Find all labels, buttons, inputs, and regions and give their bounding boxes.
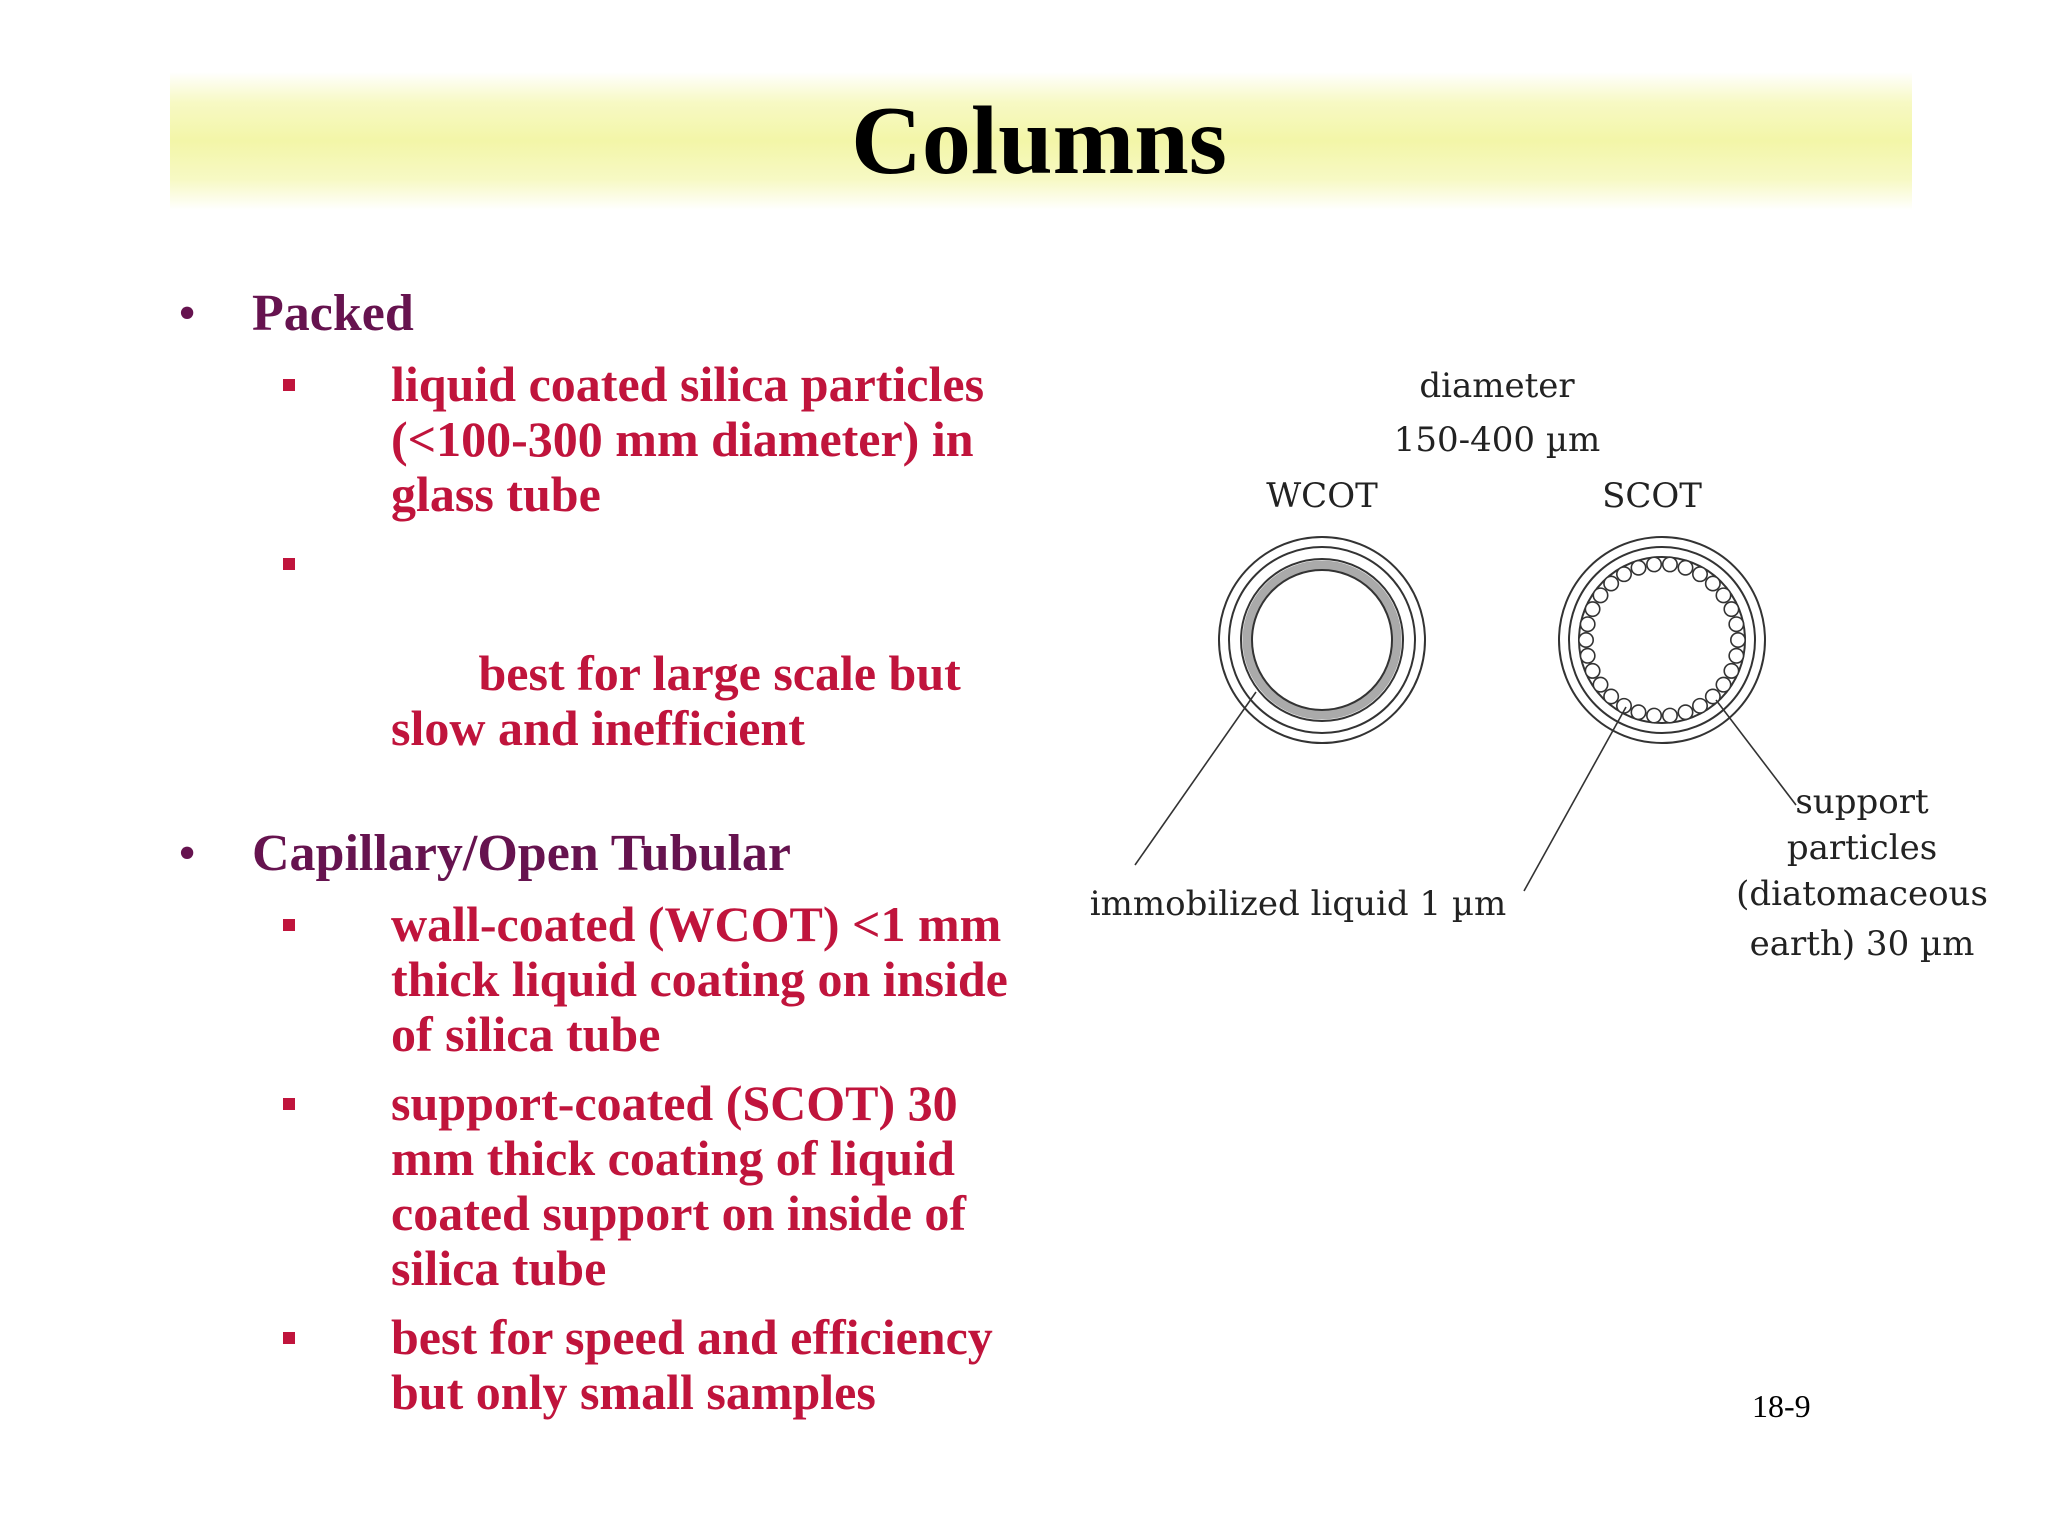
support-particle: [1630, 559, 1647, 576]
liquid-pointer-line-scot: [1523, 706, 1627, 892]
support-particle: [1691, 697, 1708, 714]
slide-title: Columns: [851, 87, 1227, 195]
support-particle: [1646, 707, 1663, 724]
liquid-pointer-line: [1134, 691, 1257, 866]
support-particle: [1728, 616, 1745, 633]
sub-bullet: support-coated (SCOT) 30 mm thick coatin…: [170, 1076, 1030, 1296]
wcot-label: WCOT: [1266, 476, 1378, 516]
support-particle: [1584, 601, 1601, 618]
diameter-label: diameter: [1419, 366, 1575, 406]
sub-bullet: best for speed and efficiency but only s…: [170, 1310, 1030, 1420]
bullet-capillary: • Capillary/Open Tubular: [170, 825, 1030, 883]
bullet-packed: • Packed: [170, 285, 1030, 343]
sub-bullet-text: best for speed and efficiency but only s…: [391, 1309, 993, 1420]
bullet-text: Packed: [252, 285, 414, 342]
square-bullet-icon: [283, 379, 295, 391]
bullet-dot-icon: •: [178, 825, 197, 882]
support-particle: [1603, 575, 1620, 592]
square-bullet-icon: [283, 558, 295, 570]
support-particle: [1577, 631, 1594, 648]
support-particle: [1615, 566, 1632, 583]
immobilized-liquid-label: immobilized liquid 1 µm: [1090, 884, 1506, 924]
support-label-4: earth) 30 µm: [1750, 924, 1975, 964]
support-particle: [1729, 631, 1746, 648]
square-bullet-icon: [283, 919, 295, 931]
bullet-list: • Packed liquid coated silica particles …: [170, 285, 1030, 1434]
scot-cross-section: [1558, 536, 1766, 744]
support-particle: [1728, 647, 1745, 664]
support-particle: [1579, 616, 1596, 633]
support-particle: [1661, 707, 1678, 724]
wcot-cross-section: [1218, 536, 1426, 744]
slide-number: 18-9: [1752, 1388, 1811, 1424]
sub-bullet-text: best for large scale but slow and ineffi…: [391, 645, 974, 756]
diameter-value: 150-400 µm: [1394, 420, 1600, 460]
column-cross-section-diagram: diameter 150-400 µm WCOT SCOT: [1075, 355, 2015, 995]
sub-bullet: liquid coated silica particles (<100-300…: [170, 357, 1030, 522]
scot-label: SCOT: [1602, 476, 1702, 516]
sub-bullet-text: liquid coated silica particles (<100-300…: [391, 356, 985, 522]
bullet-text: Capillary/Open Tubular: [252, 825, 791, 882]
support-label-3: (diatomaceous: [1736, 874, 1988, 914]
title-band: [170, 72, 1912, 210]
support-particle: [1704, 575, 1721, 592]
support-particle: [1630, 704, 1647, 721]
sub-bullet: wall-coated (WCOT) <1 mm thick liquid co…: [170, 897, 1030, 1062]
support-particle: [1646, 556, 1663, 573]
sub-bullet-text: wall-coated (WCOT) <1 mm thick liquid co…: [391, 896, 1008, 1062]
support-particle: [1615, 697, 1632, 714]
square-bullet-icon: [283, 1332, 295, 1344]
support-particle: [1723, 601, 1740, 618]
support-particle: [1579, 647, 1596, 664]
support-particle: [1715, 587, 1732, 604]
sub-bullet: best for large scale but slow and ineffi…: [170, 536, 1030, 811]
support-particle: [1715, 676, 1732, 693]
support-particle: [1723, 662, 1740, 679]
support-particle: [1661, 556, 1678, 573]
support-particle: [1584, 662, 1601, 679]
bullet-dot-icon: •: [178, 285, 197, 342]
sub-bullet-text: support-coated (SCOT) 30 mm thick coatin…: [391, 1075, 967, 1296]
support-particle: [1592, 676, 1609, 693]
square-bullet-icon: [283, 1098, 295, 1110]
support-particle: [1691, 566, 1708, 583]
support-particle: [1677, 704, 1694, 721]
support-particle: [1677, 559, 1694, 576]
support-label-2: particles: [1787, 828, 1937, 868]
support-particle: [1603, 688, 1620, 705]
support-particle: [1592, 587, 1609, 604]
support-label-1: support: [1795, 782, 1929, 822]
support-pointer-line: [1715, 699, 1797, 806]
diagram-svg: diameter 150-400 µm WCOT SCOT: [1090, 366, 1988, 964]
